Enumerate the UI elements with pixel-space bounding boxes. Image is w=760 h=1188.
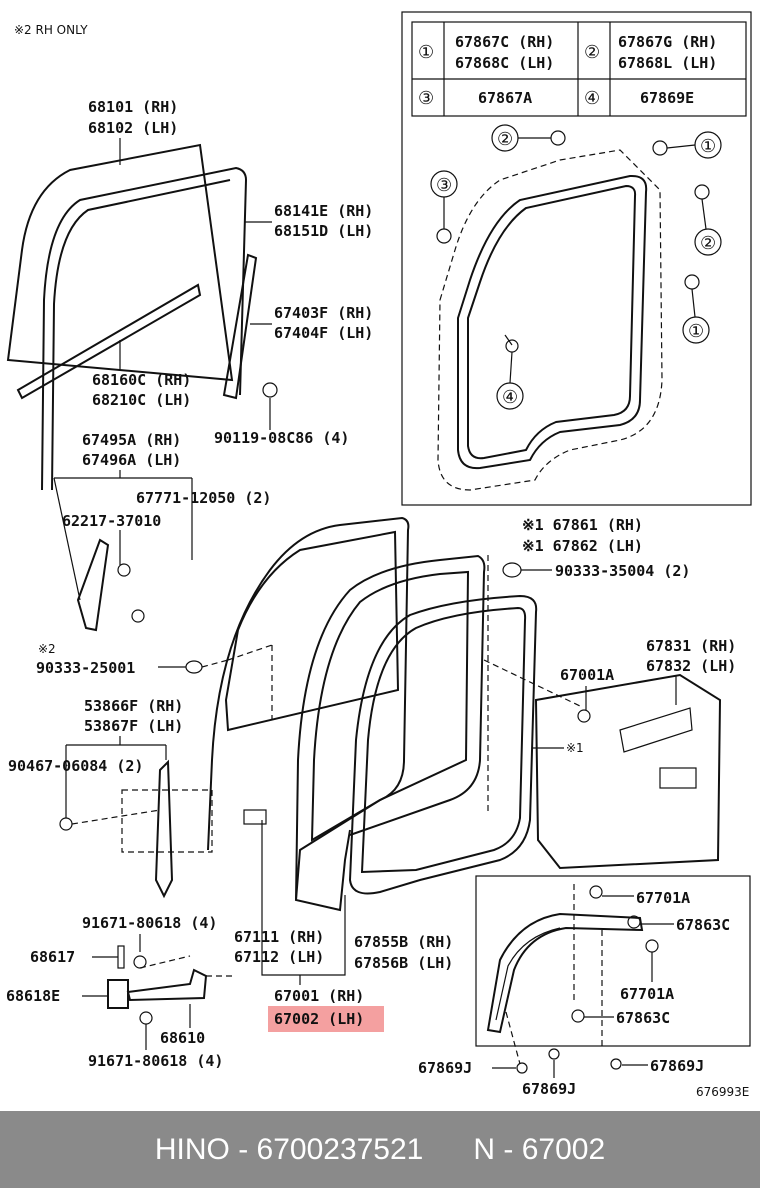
label-check-lh: 53867F (LH) bbox=[84, 717, 183, 735]
label-assy-lh: 67002 (LH) bbox=[274, 1010, 364, 1028]
callout-4: ④ bbox=[502, 387, 518, 408]
seal-detail-box bbox=[401, 11, 752, 506]
clip-detail-box bbox=[475, 875, 751, 1047]
label-glass-lh: 68102 (LH) bbox=[88, 119, 178, 137]
label-channel-lh: 67404F (LH) bbox=[274, 324, 373, 342]
label-regulator-lh: 67496A (LH) bbox=[82, 451, 181, 469]
door-seal-drawing bbox=[436, 130, 710, 491]
label-hinge1: 68618E bbox=[6, 987, 60, 1005]
label-screw1: 67771-12050 (2) bbox=[136, 489, 271, 507]
legend-num-1: ① bbox=[418, 42, 434, 63]
label-trim-rh: 67831 (RH) bbox=[646, 637, 736, 655]
label-plug2-note: ※2 bbox=[38, 642, 56, 656]
hinge-drawing bbox=[107, 945, 232, 1025]
label-glass-rh: 68101 (RH) bbox=[88, 98, 178, 116]
callout-1-right: ① bbox=[688, 321, 704, 342]
label-clip-c2: 67863C bbox=[616, 1009, 670, 1027]
label-clip1: 67001A bbox=[560, 666, 614, 684]
label-trim-lh: 67832 (LH) bbox=[646, 657, 736, 675]
label-regulator-rh: 67495A (RH) bbox=[82, 431, 181, 449]
legend-part-2a: 67867G (RH) bbox=[618, 33, 717, 51]
label-clip-c1: 67863C bbox=[676, 916, 730, 934]
legend-part-3: 67867A bbox=[478, 89, 532, 107]
label-run-rh: 68141E (RH) bbox=[274, 202, 373, 220]
label-plug2: 90333-25001 bbox=[36, 659, 135, 677]
label-run-lh: 68151D (LH) bbox=[274, 222, 373, 240]
legend-num-2: ② bbox=[584, 42, 600, 63]
label-bolt3: 91671-80618 (4) bbox=[82, 914, 217, 932]
footer-number: N - 67002 bbox=[473, 1132, 606, 1166]
label-hinge2: 68610 bbox=[160, 1029, 205, 1047]
label-door-lh: 67856B (LH) bbox=[354, 954, 453, 972]
label-bolt1: 90119-08C86 (4) bbox=[214, 429, 349, 447]
callout-1-top: ① bbox=[700, 136, 716, 157]
rh-only-note: ※2 RH ONLY bbox=[14, 23, 88, 37]
label-assy-rh: 67001 (RH) bbox=[274, 987, 364, 1005]
callout-3: ③ bbox=[436, 175, 452, 196]
legend-part-2b: 67868L (LH) bbox=[618, 54, 717, 72]
label-weather-lh: 68210C (LH) bbox=[92, 391, 191, 409]
legend-part-4: 67869E bbox=[640, 89, 694, 107]
footer-gap bbox=[423, 1133, 473, 1167]
legend-part-1a: 67867C (RH) bbox=[455, 33, 554, 51]
legend-part-1b: 67868C (LH) bbox=[455, 54, 554, 72]
label-channel-rh: 67403F (RH) bbox=[274, 304, 373, 322]
door-body-drawing bbox=[207, 516, 722, 912]
part-number-footer: HINO - 6700237521 N - 67002 bbox=[0, 1111, 760, 1188]
window-glass-drawing bbox=[6, 143, 278, 491]
exploded-diagram: ※2 RH ONLY ① 67867C (RH) 67868C (LH) ② 6… bbox=[6, 11, 752, 1099]
legend-num-3: ③ bbox=[418, 88, 434, 109]
label-clip-a1: 67701A bbox=[636, 889, 690, 907]
label-check-rh: 53866F (RH) bbox=[84, 697, 183, 715]
door-check-drawing bbox=[59, 759, 213, 899]
figure-code: 676993E bbox=[696, 1085, 749, 1099]
clip-detail-drawing bbox=[486, 884, 659, 1074]
label-clip-a2: 67701A bbox=[620, 985, 674, 1003]
callout-2-top: ② bbox=[497, 129, 513, 150]
legend-table: ① 67867C (RH) 67868C (LH) ② 67867G (RH) … bbox=[411, 21, 747, 117]
label-plug1: 90333-35004 (2) bbox=[555, 562, 690, 580]
regulator-drawing bbox=[76, 538, 145, 632]
callout-2-right: ② bbox=[700, 233, 716, 254]
label-clip-j2: 67869J bbox=[522, 1080, 576, 1098]
legend-num-4: ④ bbox=[584, 88, 600, 109]
label-weather-rh: 68160C (RH) bbox=[92, 371, 191, 389]
highlighted-part-marker bbox=[268, 1006, 384, 1032]
label-bolt4: 91671-80618 (4) bbox=[88, 1052, 223, 1070]
label-panel-rh: 67111 (RH) bbox=[234, 928, 324, 946]
label-screw2: 62217-37010 bbox=[62, 512, 161, 530]
label-clip-j1: 67869J bbox=[418, 1059, 472, 1077]
label-bolt2: 90467-06084 (2) bbox=[8, 757, 143, 775]
seal-callouts: ② ① ③ ② ① ④ bbox=[430, 124, 722, 410]
label-clip-j3: 67869J bbox=[650, 1057, 704, 1075]
label-panel-lh: 67112 (LH) bbox=[234, 948, 324, 966]
label-door-rh: 67855B (RH) bbox=[354, 933, 453, 951]
label-seal-lh: ※1 67862 (LH) bbox=[522, 537, 643, 555]
label-star1: ※1 bbox=[566, 741, 584, 755]
label-seal-rh: ※1 67861 (RH) bbox=[522, 516, 643, 534]
footer-brand-part: HINO - 6700237521 bbox=[154, 1132, 424, 1166]
label-pin: 68617 bbox=[30, 948, 75, 966]
